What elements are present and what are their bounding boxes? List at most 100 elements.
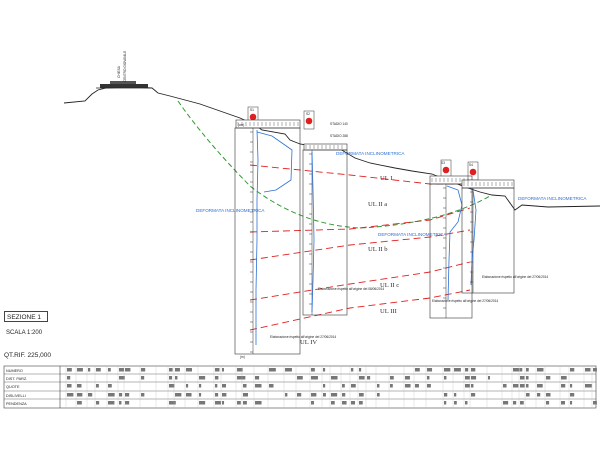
- table-cell-mark: [488, 376, 491, 380]
- table-cell-mark: [255, 401, 262, 405]
- table-cell-mark: [454, 393, 457, 397]
- table-cell-mark: [526, 376, 529, 380]
- deformation-curve-s4: [470, 189, 477, 286]
- table-cell-mark: [465, 376, 470, 380]
- table-cell-mark: [331, 393, 338, 397]
- unit-label-ul3: UL III: [380, 308, 397, 315]
- note-s4: Elaborazione rispetto all'origine del 27…: [482, 275, 548, 279]
- table-cell-mark: [359, 401, 363, 405]
- table-cell-mark: [546, 401, 550, 405]
- table-cell-mark: [96, 401, 100, 405]
- scale-ticks: [237, 122, 513, 353]
- stake-label-b: STADIO 288: [330, 134, 348, 138]
- boundary-ul3: [249, 289, 471, 331]
- table-cell-mark: [108, 393, 115, 397]
- table-cell-mark: [311, 368, 315, 372]
- table-cell-mark: [351, 368, 354, 372]
- station-label-s4: S4: [469, 163, 473, 167]
- table-cell-mark: [186, 393, 192, 397]
- table-cell-mark: [570, 368, 575, 372]
- table-cell-mark: [88, 393, 93, 397]
- table-cell-mark: [367, 376, 371, 380]
- table-cell-mark: [67, 376, 71, 380]
- table-cell-mark: [444, 376, 447, 380]
- table-cell-mark: [427, 368, 433, 372]
- table-cell-mark: [119, 393, 123, 397]
- station-label-s2: S2: [306, 112, 310, 116]
- table-cell-mark: [405, 384, 411, 388]
- table-cell-mark: [520, 401, 524, 405]
- table-cell-mark: [175, 393, 182, 397]
- table-cell-mark: [215, 384, 218, 388]
- station-label-s3: S3: [441, 161, 445, 165]
- table-cell-mark: [513, 384, 519, 388]
- table-cell-mark: [222, 368, 225, 372]
- table-cell-mark: [175, 376, 178, 380]
- table-cell-mark: [561, 384, 566, 388]
- table-cell-mark: [377, 393, 380, 397]
- table-cell-mark: [243, 401, 247, 405]
- table-cell-mark: [285, 368, 292, 372]
- reference-elevation: QT.RIF. 225,000: [4, 352, 51, 359]
- table-cell-mark: [88, 368, 91, 372]
- table-cell-mark: [342, 384, 345, 388]
- unit-label-ul2c: UL II c: [380, 282, 399, 289]
- table-cell-mark: [520, 384, 525, 388]
- table-cell-mark: [444, 368, 451, 372]
- data-table: NUMERO DIST. PARZ. QUOTE DISLIVELLI PEND…: [3, 365, 597, 409]
- table-cell-mark: [503, 384, 507, 388]
- table-cell-mark: [331, 376, 338, 380]
- table-cell-mark: [255, 376, 260, 380]
- table-cell-mark: [141, 376, 145, 380]
- table-cell-mark: [77, 401, 82, 405]
- table-cell-mark: [537, 393, 541, 397]
- table-cell-mark: [415, 368, 420, 372]
- table-row-label-quote: QUOTE: [6, 385, 20, 389]
- scale-bar-s2: [303, 143, 348, 151]
- table-cell-mark: [342, 401, 347, 405]
- table-cell-mark: [269, 384, 274, 388]
- table-cell-mark: [77, 368, 83, 372]
- table-cell-mark: [415, 384, 419, 388]
- table-cell-mark: [297, 393, 302, 397]
- table-cell-mark: [471, 376, 477, 380]
- table-cell-mark: [454, 368, 461, 372]
- table-cell-mark: [215, 393, 219, 397]
- building-sublabel: CENTRO GIOVANILE: [123, 51, 127, 82]
- table-cell-mark: [215, 368, 220, 372]
- boundary-ul2c: [249, 261, 471, 301]
- inclinometer-frame-s2: [302, 149, 348, 316]
- table-cell-mark: [141, 368, 146, 372]
- table-cell-mark: [537, 368, 544, 372]
- table-cell-mark: [471, 393, 476, 397]
- table-cell-mark: [593, 368, 597, 372]
- marker-icon-s4: [469, 168, 477, 176]
- table-cell-mark: [359, 368, 362, 372]
- table-cell-mark: [96, 384, 99, 388]
- inclinometer-s1: S1 (cm) (m) Elaborazione rispetto all'or…: [234, 106, 336, 359]
- table-cell-mark: [285, 393, 288, 397]
- table-row-label-dislivelli: DISLIVELLI: [6, 394, 26, 398]
- table-cell-mark: [465, 401, 468, 405]
- table-cell-mark: [520, 376, 525, 380]
- table-cell-mark: [199, 393, 202, 397]
- table-cell-mark: [513, 368, 520, 372]
- section-title: SEZIONE 1: [4, 311, 48, 322]
- unit-label-ul1: UL I: [380, 175, 392, 182]
- table-cell-mark: [570, 384, 573, 388]
- table-cell-mark: [377, 384, 380, 388]
- table-cell-mark: [471, 368, 476, 372]
- table-cell-mark: [526, 393, 530, 397]
- table-cell-mark: [546, 393, 551, 397]
- table-cell-mark: [119, 376, 125, 380]
- table-cell-mark: [67, 384, 72, 388]
- note-s2: Elaborazione rispetto all'origine del 08…: [318, 287, 384, 291]
- table-cell-mark: [427, 384, 431, 388]
- table-cell-mark: [342, 393, 346, 397]
- table-cell-mark: [175, 368, 180, 372]
- table-cell-mark: [323, 393, 326, 397]
- table-cell-mark: [585, 368, 591, 372]
- table-cell-mark: [323, 368, 326, 372]
- table-row-label-numero: NUMERO: [6, 369, 23, 373]
